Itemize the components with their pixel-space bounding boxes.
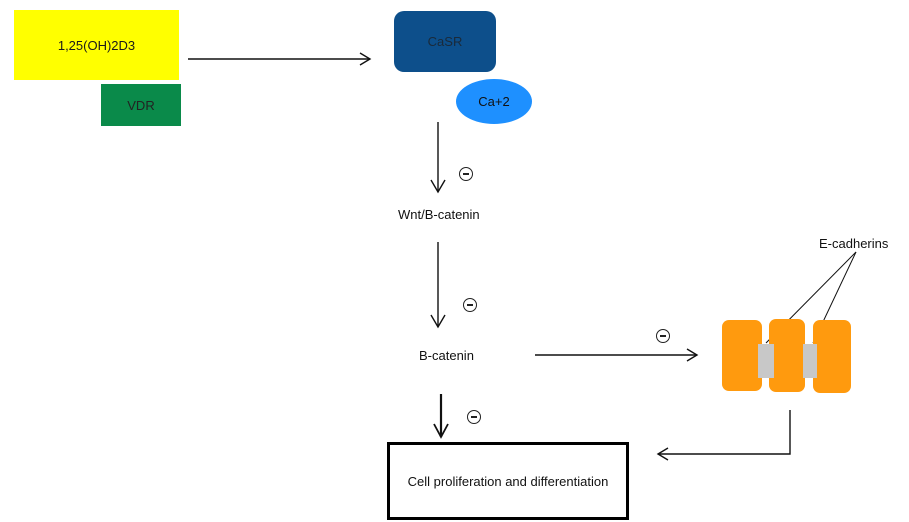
inhibition-icon-3 <box>656 329 670 343</box>
cell-block-3 <box>813 320 851 393</box>
inhibition-icon-4 <box>467 410 481 424</box>
arrowhead-cadherin <box>686 348 699 362</box>
cell-block-2 <box>769 319 805 392</box>
casr-box: CaSR <box>394 11 496 72</box>
vdr-box: VDR <box>101 84 181 126</box>
arrow-cadherin-to-outcome <box>658 410 791 455</box>
arrowhead-outcome <box>433 423 449 439</box>
vitamin-d-box: 1,25(OH)2D3 <box>14 10 179 80</box>
ecadherin-label: E-cadherins <box>819 236 889 251</box>
calcium-ellipse: Ca+2 <box>456 79 532 124</box>
vdr-label: VDR <box>127 97 155 113</box>
outcome-label: Cell proliferation and differentiation <box>407 473 609 489</box>
casr-label: CaSR <box>427 34 463 49</box>
arrowhead-casr <box>359 52 372 66</box>
arrowhead-outcome-right <box>656 447 669 461</box>
inhibition-icon-2 <box>463 298 477 312</box>
bcatenin-label: B-catenin <box>419 348 474 363</box>
inhibition-icon-1 <box>459 167 473 181</box>
cell-block-1 <box>722 320 762 391</box>
wnt-label: Wnt/B-catenin <box>398 207 480 222</box>
calcium-label: Ca+2 <box>478 94 510 109</box>
arrowhead-wnt <box>430 179 446 194</box>
vitamin-d-label: 1,25(OH)2D3 <box>57 37 136 53</box>
ecadherin-junction-2 <box>803 344 817 378</box>
arrowhead-bcatenin <box>430 314 446 329</box>
outcome-box: Cell proliferation and differentiation <box>387 442 629 520</box>
ecadherin-junction-1 <box>758 344 774 378</box>
